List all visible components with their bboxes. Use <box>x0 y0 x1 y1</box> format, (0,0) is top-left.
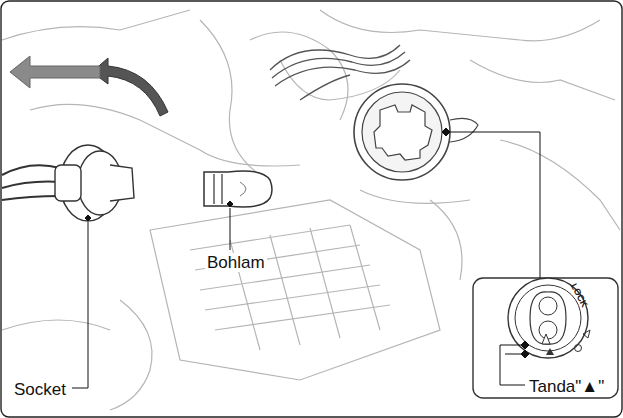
part-label: Tanda"▲" <box>527 377 606 396</box>
socket <box>2 145 134 221</box>
engine-bay <box>2 10 620 410</box>
bulb <box>204 171 272 207</box>
leader-lines <box>72 128 540 388</box>
removal-arrow <box>10 56 168 116</box>
part-label: Socket <box>12 380 68 399</box>
inset <box>473 278 618 398</box>
part-label: Bohlam <box>205 253 267 272</box>
